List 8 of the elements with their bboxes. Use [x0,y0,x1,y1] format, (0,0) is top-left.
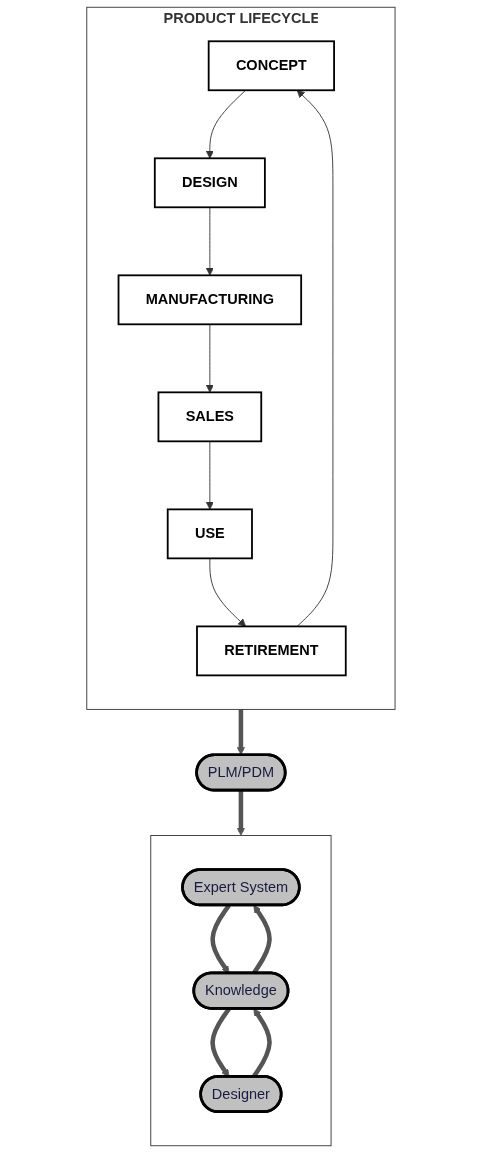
node-box: MANUFACTURING [117,274,303,326]
node-box: RETIREMENT [196,625,347,677]
node-box: USE [166,508,253,560]
node-box: DESIGN [153,157,266,209]
node-box: SALES [157,391,263,443]
arrow [237,790,245,836]
node-box: CONCEPT [207,40,336,92]
cluster [150,835,332,1147]
